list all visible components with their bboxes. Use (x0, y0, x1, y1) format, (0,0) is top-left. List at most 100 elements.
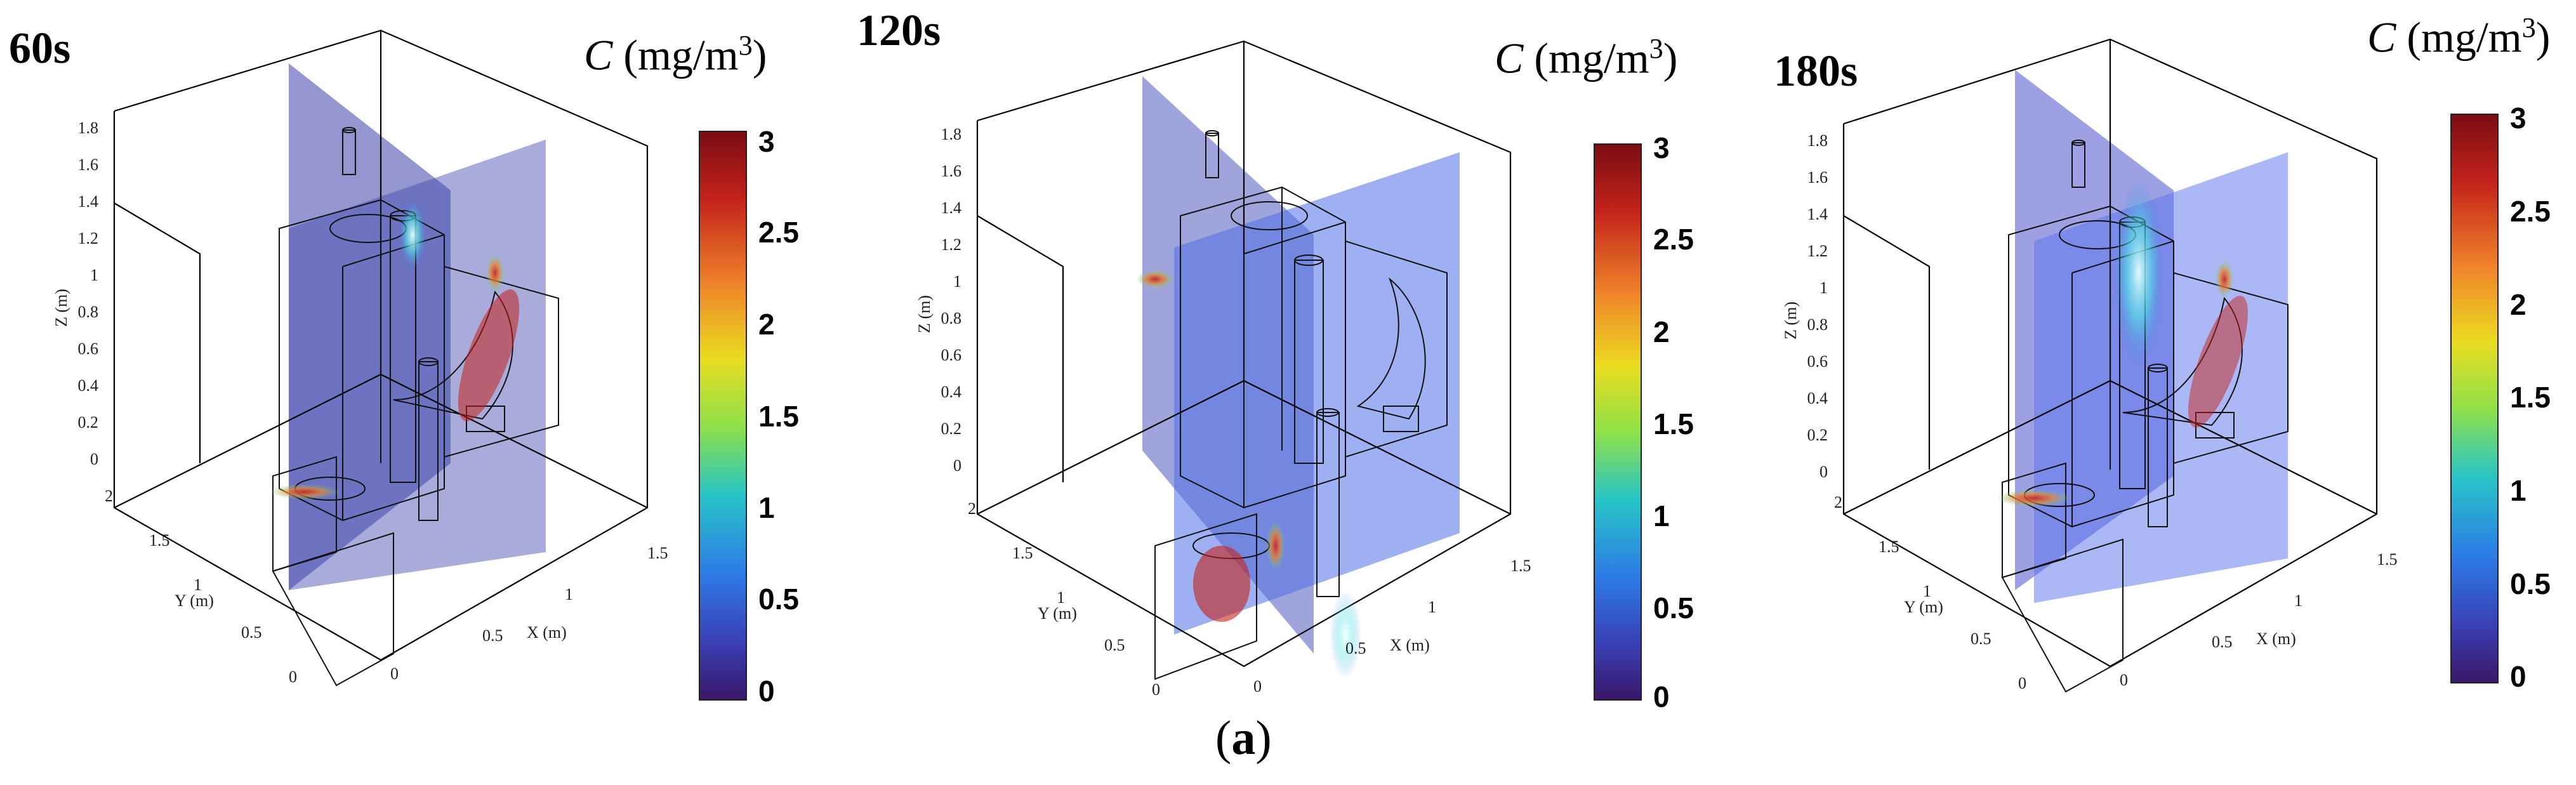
colorbar-tick: 0.5 (2510, 567, 2551, 600)
z-axis-ticks: 1.8 1.6 1.4 1.2 1 0.8 0.6 0.4 0.2 0 (78, 119, 99, 468)
svg-text:1: 1 (565, 585, 573, 604)
x-axis-ticks: 0 0.5 1 1.5 (2120, 550, 2398, 689)
hotspot-vent (399, 200, 426, 270)
colorbar-tick: 0 (2510, 660, 2526, 693)
svg-text:1.5: 1.5 (647, 544, 668, 562)
panel-120s: 120s (857, 0, 1733, 785)
colorbar-tick: 1.5 (2510, 381, 2551, 414)
svg-text:0: 0 (390, 664, 399, 683)
z-axis-label: Z (m) (915, 295, 934, 333)
hotspot-plume (2188, 296, 2249, 428)
hotspot-floor (270, 484, 340, 499)
svg-text:1.6: 1.6 (1807, 168, 1828, 187)
x-axis-label: X (m) (1390, 636, 1430, 654)
concentration-slice-xz (289, 140, 546, 590)
colorbar-tick: 1 (758, 491, 775, 524)
svg-text:0.5: 0.5 (1104, 636, 1125, 654)
colorbar-title: C (mg/m3) (1495, 33, 1678, 82)
svg-text:1: 1 (90, 266, 98, 284)
colorbar-title: C (mg/m3) (584, 30, 767, 79)
hotspot-bowl (1193, 546, 1250, 622)
svg-text:1: 1 (1057, 588, 1065, 607)
x-axis-ticks: 0 0.5 1 1.5 (1253, 557, 1531, 696)
svg-text:0.5: 0.5 (1971, 630, 1991, 648)
time-label: 180s (1774, 47, 1858, 96)
svg-text:1: 1 (1820, 279, 1828, 297)
y-axis-label: Y (m) (1038, 604, 1077, 623)
colorbar-title: C (mg/m3) (2367, 12, 2551, 62)
svg-text:0: 0 (90, 450, 98, 468)
svg-text:1: 1 (194, 576, 202, 594)
svg-text:2: 2 (1834, 493, 1842, 511)
hotspot-edge (2215, 260, 2234, 298)
svg-text:0.5: 0.5 (2212, 633, 2233, 651)
svg-text:1.4: 1.4 (1807, 205, 1828, 223)
colorbar-tick: 3 (1653, 131, 1670, 164)
colorbar-tick: 0 (758, 675, 775, 708)
panel-180s: 180s (1733, 0, 2576, 785)
svg-text:1.2: 1.2 (78, 229, 99, 247)
svg-text:1.6: 1.6 (941, 162, 962, 180)
hotspot-edge (1266, 520, 1285, 571)
svg-text:0: 0 (289, 668, 297, 686)
colorbar-tick: 2.5 (2510, 195, 2551, 228)
domain-box (113, 29, 649, 661)
svg-text:0.2: 0.2 (1807, 426, 1828, 444)
colorbar-tick: 2.5 (1653, 223, 1694, 256)
time-label: 60s (9, 24, 71, 73)
svg-text:1: 1 (2294, 591, 2302, 610)
x-axis-ticks: 0 0.5 1 1.5 (390, 544, 668, 683)
svg-text:0.5: 0.5 (1345, 639, 1366, 657)
svg-text:1.8: 1.8 (941, 125, 962, 143)
colorbar-tick: 3 (2510, 102, 2526, 135)
svg-text:1.5: 1.5 (2377, 550, 2398, 569)
svg-text:0.6: 0.6 (1807, 352, 1828, 371)
colorbar-tick: 2 (758, 308, 775, 341)
svg-text:1.8: 1.8 (1807, 131, 1828, 150)
3d-domain-plot: 1.8 1.6 1.4 1.2 1 0.8 0.6 0.4 0.2 0 Z (m… (915, 40, 1531, 699)
fixture-wireframes (1154, 130, 1448, 680)
z-axis-ticks: 1.8 1.6 1.4 1.2 1 0.8 0.6 0.4 0.2 0 (941, 125, 962, 475)
svg-text:0: 0 (2018, 674, 2026, 692)
svg-text:0.8: 0.8 (941, 309, 962, 327)
panel-60s: 60s (0, 0, 857, 785)
svg-text:1: 1 (953, 272, 961, 291)
hotspot-edge (485, 254, 505, 292)
svg-text:1.4: 1.4 (78, 192, 99, 211)
svg-text:1.2: 1.2 (941, 235, 962, 254)
hotspot-low (1330, 590, 1361, 679)
svg-text:1: 1 (1428, 598, 1436, 616)
svg-text:0: 0 (1253, 677, 1262, 696)
colorbar-tick: 1.5 (1653, 407, 1694, 440)
svg-text:0.4: 0.4 (941, 383, 962, 401)
y-axis-ticks: 2 1.5 1 0.5 0 (1834, 493, 2026, 692)
3d-domain-plot: 1.8 1.6 1.4 1.2 1 0.8 0.6 0.4 0.2 0 Z (m… (52, 29, 668, 687)
colorbar-tick: 0.5 (1653, 591, 1694, 624)
svg-text:0.5: 0.5 (482, 626, 503, 645)
colorbar-tick: 2 (1653, 315, 1670, 348)
hotspot-vent (1136, 270, 1174, 289)
svg-text:0.6: 0.6 (941, 346, 962, 364)
svg-text:0.8: 0.8 (78, 303, 99, 321)
z-axis-label: Z (m) (1781, 301, 1800, 340)
svg-text:0.8: 0.8 (1807, 315, 1828, 334)
colorbar-tick: 0.5 (758, 583, 799, 616)
x-axis-label: X (m) (2256, 630, 2296, 648)
colorbar-tick: 1 (2510, 474, 2526, 507)
svg-text:0.2: 0.2 (941, 419, 962, 438)
colorbar (699, 131, 747, 701)
z-axis-label: Z (m) (52, 289, 70, 327)
y-axis-label: Y (m) (1904, 598, 1943, 616)
svg-text:1.8: 1.8 (78, 119, 99, 137)
svg-text:0: 0 (1152, 680, 1160, 699)
hotspot-plume (458, 289, 520, 421)
colorbar-tick: 3 (758, 125, 775, 158)
svg-text:0: 0 (2120, 671, 2128, 689)
time-label: 120s (857, 6, 941, 55)
svg-text:1.5: 1.5 (149, 531, 170, 550)
colorbar-tick: 2 (2510, 288, 2526, 321)
figure-caption: (a) (1215, 711, 1272, 765)
svg-text:0.2: 0.2 (78, 413, 99, 432)
concentration-slice-xz (1174, 152, 1460, 635)
svg-text:1.6: 1.6 (78, 155, 99, 174)
